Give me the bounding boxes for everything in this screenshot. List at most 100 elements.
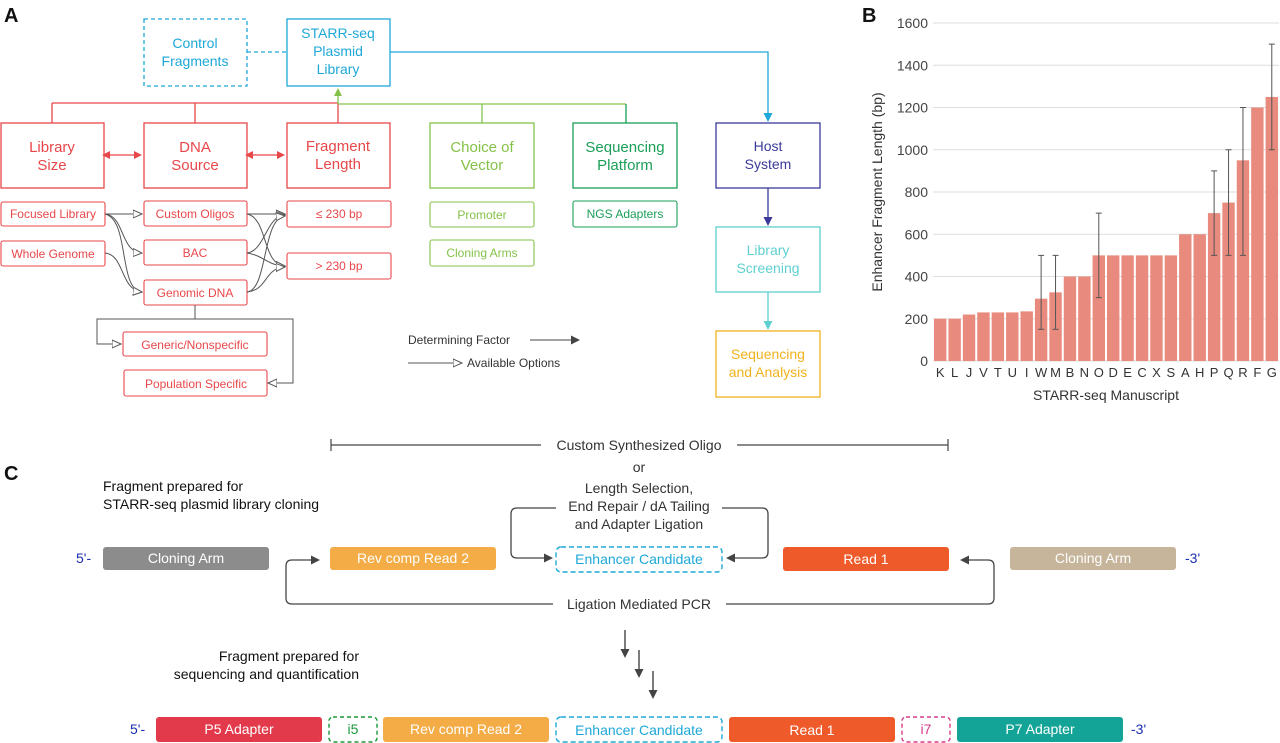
chart-x-tick-label: J: [966, 365, 973, 380]
control-fragments-line1: Control: [172, 35, 217, 51]
cloning-arm-right-label: Cloning Arm: [1055, 550, 1131, 566]
genomic-dna-label: Genomic DNA: [157, 286, 234, 300]
chart-x-tick-label: E: [1123, 365, 1132, 380]
fragment-length-box: Fragment Length: [286, 122, 391, 189]
chart-x-tick-label: F: [1253, 365, 1261, 380]
i7-block: i7: [901, 716, 951, 743]
control-fragments-box: Control Fragments: [143, 18, 248, 87]
chart-bar: [1063, 276, 1077, 361]
generic-label: Generic/Nonspecific: [141, 338, 248, 352]
chart-x-tick-label: V: [979, 365, 988, 380]
rev-comp-read2-block: Rev comp Read 2: [330, 547, 496, 570]
le-230-label: ≤ 230 bp: [316, 207, 363, 221]
custom-oligos-option: Custom Oligos: [143, 200, 248, 227]
three-prime-label-1: -3': [1185, 550, 1200, 566]
host-system-line2: System: [745, 156, 792, 172]
dna-source-line2: Source: [171, 157, 219, 174]
ngs-adapters-label: NGS Adapters: [587, 207, 664, 221]
prepared-seq-line2: sequencing and quantification: [174, 666, 359, 682]
prepared-cloning-line1: Fragment prepared for: [103, 478, 243, 494]
cloning-arms-label: Cloning Arms: [446, 246, 517, 260]
chart-bar: [1179, 234, 1192, 361]
chart-x-tick-label: B: [1066, 365, 1075, 380]
prepared-seq-line1: Fragment prepared for: [219, 648, 359, 664]
fragment-length-line2: Length: [315, 156, 361, 173]
dna-source-line1: DNA: [179, 139, 211, 156]
chart-bar: [1034, 298, 1048, 361]
population-option: Population Specific: [123, 369, 268, 397]
choice-vector-line1: Choice of: [450, 139, 514, 156]
chart-y-tick-label: 200: [905, 311, 929, 327]
sequencing-platform-line1: Sequencing: [585, 139, 664, 156]
five-prime-label-2: 5'-: [130, 721, 145, 737]
chart-bar: [1006, 312, 1019, 361]
custom-oligos-label: Custom Oligos: [156, 207, 235, 221]
chart-bar: [1236, 160, 1250, 361]
p7-adapter-block: P7 Adapter: [957, 717, 1123, 742]
plasmid-library-line2: Plasmid: [313, 43, 363, 59]
i5-label: i5: [348, 721, 359, 737]
chart-x-tick-label: X: [1152, 365, 1161, 380]
custom-oligo-label: Custom Synthesized Oligo: [557, 437, 722, 453]
chart-bar: [1193, 234, 1206, 361]
read1-label: Read 1: [843, 551, 888, 567]
host-system-line1: Host: [754, 138, 783, 154]
dna-source-box: DNA Source: [143, 122, 248, 189]
panel-label-b: B: [862, 5, 876, 27]
chart-x-tick-label: N: [1080, 365, 1089, 380]
chart-bar: [977, 312, 990, 361]
read1-block-2: Read 1: [729, 717, 895, 742]
chart-x-tick-label: O: [1094, 365, 1104, 380]
chart-bar: [1251, 107, 1264, 361]
bac-label: BAC: [183, 246, 208, 260]
read1-label-2: Read 1: [789, 722, 834, 738]
library-to-host-arrow: [390, 51, 773, 122]
or-label: or: [633, 459, 646, 475]
chart-x-tick-label: D: [1109, 365, 1118, 380]
chart-x-tick-label: R: [1238, 365, 1247, 380]
chart-bar: [948, 318, 961, 361]
cloning-arm-left-label: Cloning Arm: [148, 550, 224, 566]
sequencing-analysis-line2: and Analysis: [729, 364, 808, 380]
host-system-box: Host System: [715, 122, 821, 189]
focused-library-option: Focused Library: [0, 201, 106, 227]
panel-label-a: A: [4, 5, 18, 27]
sequencing-platform-box: Sequencing Platform: [572, 122, 678, 189]
gt-230-option: > 230 bp: [286, 252, 392, 280]
chart-x-tick-label: S: [1167, 365, 1176, 380]
i5-block: i5: [328, 716, 378, 743]
chart-bar: [1164, 255, 1178, 361]
chart-bars: [934, 96, 1278, 361]
prep-loop-left-arrow: [510, 507, 556, 563]
promoter-label: Promoter: [457, 208, 506, 222]
library-size-line1: Library: [29, 139, 75, 156]
chart-bar: [1107, 255, 1120, 361]
control-fragments-line2: Fragments: [162, 53, 229, 69]
enhancer-candidate-block-2: Enhancer Candidate: [555, 716, 723, 743]
chart-x-tick-label: Q: [1223, 365, 1233, 380]
chart-grid: [933, 22, 1279, 362]
chart-bar: [1121, 255, 1134, 361]
plasmid-library-line3: Library: [317, 61, 360, 77]
generic-option: Generic/Nonspecific: [122, 331, 268, 357]
custom-oligo-bracket: [330, 439, 949, 451]
green-factor-connector: [334, 88, 627, 123]
length-selection-line1: Length Selection,: [585, 480, 693, 496]
chart-bar: [962, 314, 976, 361]
chart-x-tick-label: P: [1210, 365, 1219, 380]
chart-bar: [1207, 213, 1221, 361]
chart-bar: [1078, 276, 1091, 361]
chart-x-tick-label: M: [1050, 365, 1061, 380]
chart-y-tick-label: 400: [905, 269, 929, 285]
chart-x-tick-label: W: [1035, 365, 1048, 380]
choice-vector-box: Choice of Vector: [429, 122, 535, 189]
chart-bar: [1265, 96, 1278, 361]
chart-x-tick-label: A: [1181, 365, 1190, 380]
prepared-cloning-line2: STARR-seq plasmid library cloning: [103, 496, 319, 512]
gt-230-label: > 230 bp: [315, 259, 362, 273]
chart-bar: [1222, 202, 1235, 361]
chart-x-tick-label: K: [936, 365, 945, 380]
chart-y-tick-label: 600: [905, 226, 929, 242]
